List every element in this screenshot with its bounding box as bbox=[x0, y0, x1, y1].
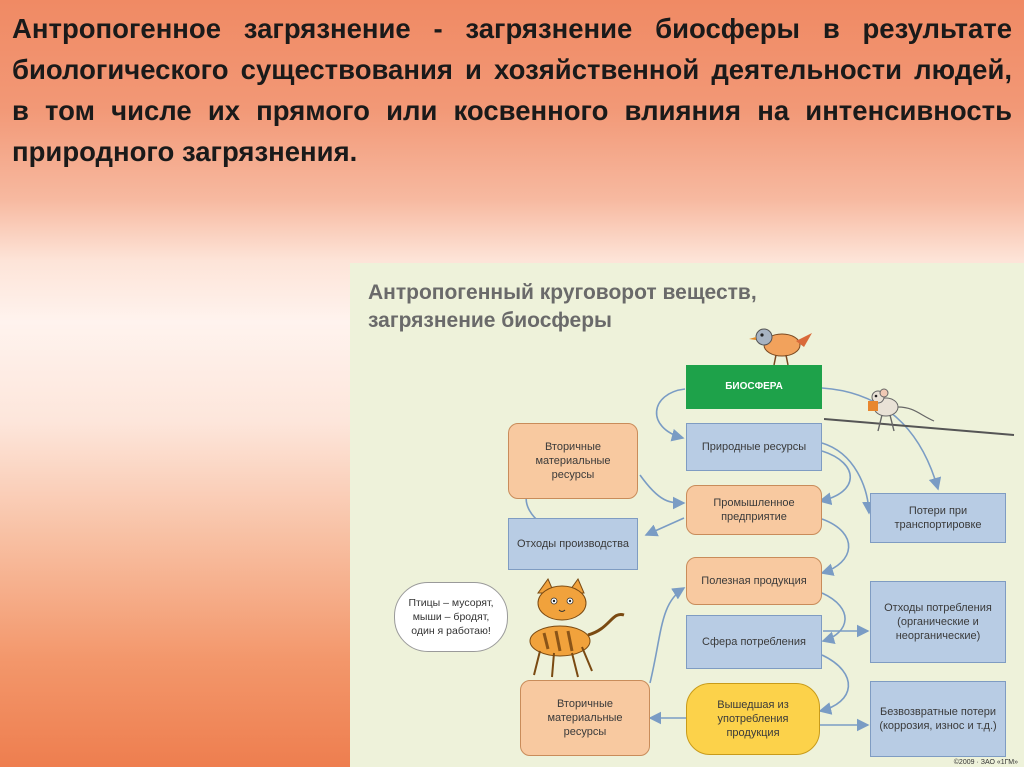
diagram-title: Антропогенный круговорот веществ, загряз… bbox=[368, 281, 757, 332]
arrow-secondary-to-product bbox=[649, 587, 686, 684]
copyright-text: ©2009 · ЗАО «1ГМ» bbox=[953, 759, 1018, 766]
arrow-industrial-to-product bbox=[820, 518, 850, 576]
node-irreversible-losses: Безвозвратные потери (коррозия, износ и … bbox=[870, 681, 1006, 757]
bird-icon bbox=[749, 328, 812, 366]
node-industrial-enterprise: Промышленное предприятие bbox=[686, 485, 822, 535]
mouse-icon bbox=[824, 388, 1015, 436]
cat-icon bbox=[529, 577, 625, 678]
arrow-resources-to-transport bbox=[821, 442, 875, 515]
node-production-waste: Отходы производства bbox=[508, 518, 638, 570]
node-secondary-resources-top: Вторичные материальные ресурсы bbox=[508, 423, 638, 499]
node-transport-losses: Потери при транспортировке bbox=[870, 493, 1006, 543]
node-useful-product: Полезная продукция bbox=[686, 557, 822, 605]
arrow-secondary-to-industrial bbox=[639, 474, 686, 510]
arrow-resources-to-industrial bbox=[818, 450, 851, 506]
node-consumption-waste: Отходы потребления (органические и неорг… bbox=[870, 581, 1006, 663]
arrow-product-to-consumption bbox=[821, 592, 846, 644]
speech-bubble: Птицы – мусорят, мыши – бродят, один я р… bbox=[394, 582, 508, 652]
arrow-biosphere-to-resources bbox=[655, 388, 686, 442]
node-consumption-sphere: Сфера потребления bbox=[686, 615, 822, 669]
arrow-biosphere-to-transport bbox=[821, 387, 942, 491]
node-out-of-use-product: Вышедшая из употребления продукция bbox=[686, 683, 820, 755]
node-secondary-resources-bottom: Вторичные материальные ресурсы bbox=[520, 680, 650, 756]
node-natural-resources: Природные ресурсы bbox=[686, 423, 822, 471]
arrow-industrial-to-waste bbox=[644, 517, 685, 537]
diagram-panel: Антропогенный круговорот веществ, загряз… bbox=[350, 263, 1024, 767]
arrow-consumption-to-outofuse bbox=[818, 654, 850, 715]
node-biosphere: БИОСФЕРА bbox=[686, 365, 822, 409]
definition-text: Антропогенное загрязнение - загрязнение … bbox=[12, 13, 1012, 167]
